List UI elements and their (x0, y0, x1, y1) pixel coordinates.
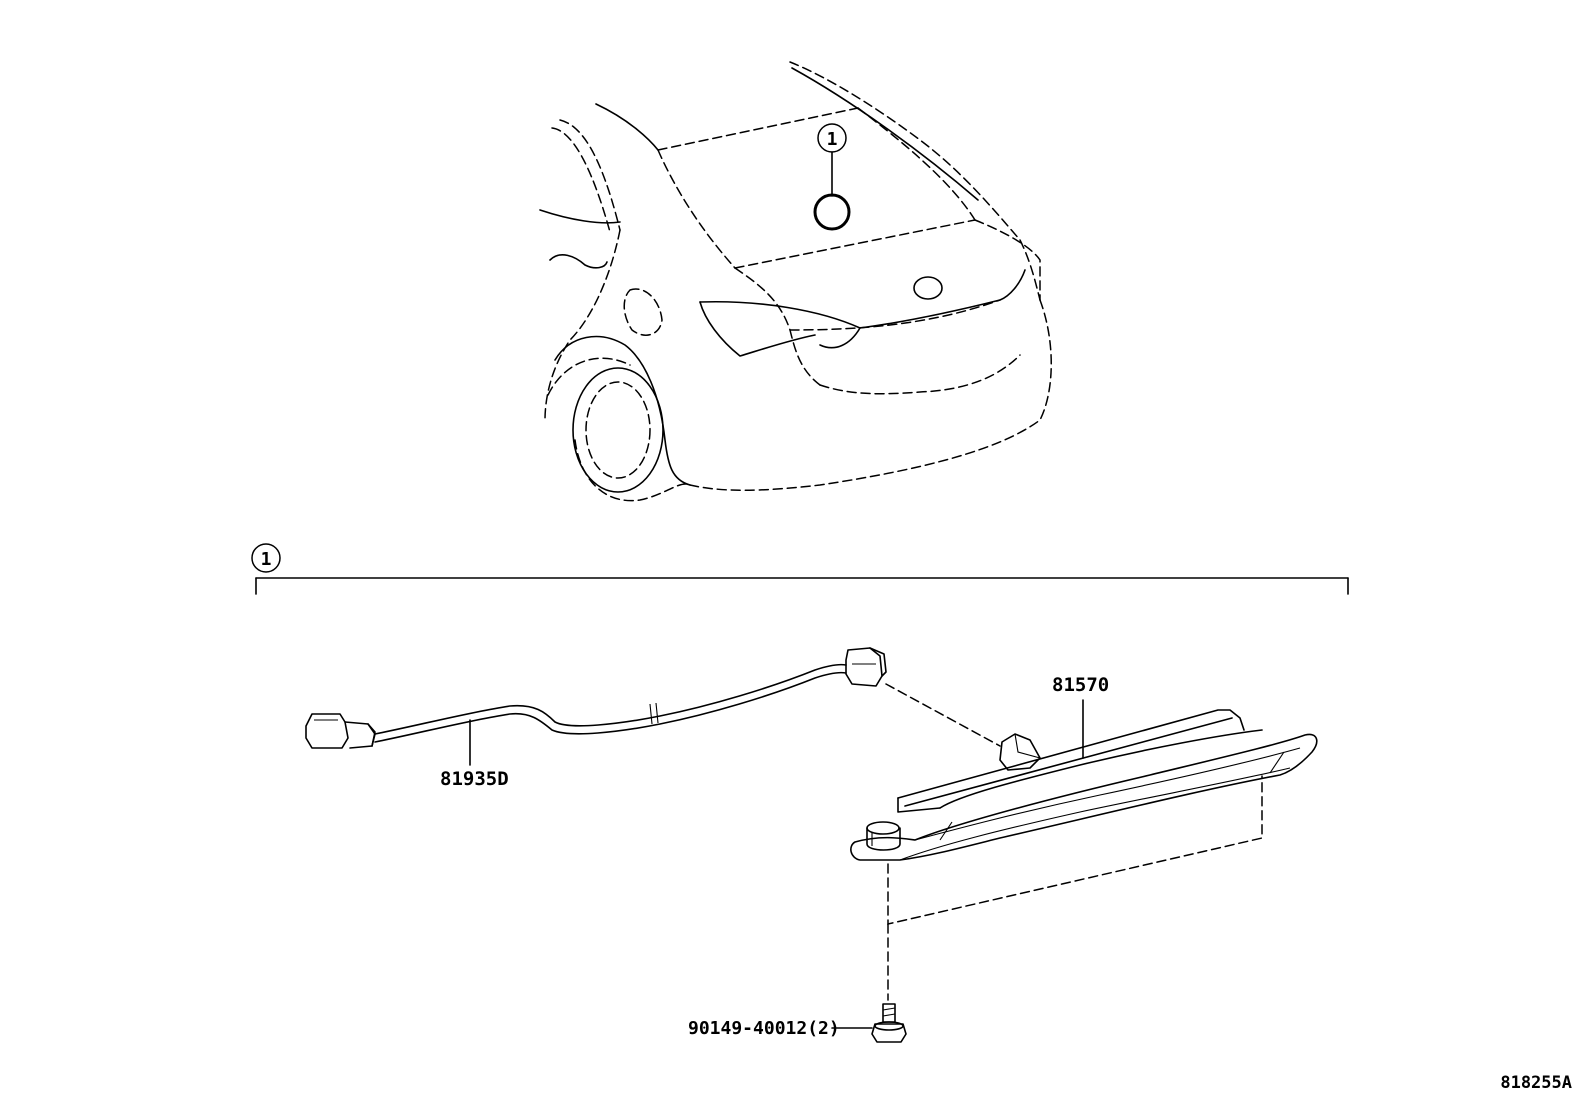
diagram-id: 818255A (1500, 1073, 1572, 1093)
lamp-location-marker (813, 193, 851, 231)
part-label-81935d: 81935D (440, 768, 509, 790)
callout-1-label-car: 1 (827, 129, 838, 150)
car-rear-illustration: 1 (539, 61, 1052, 502)
part-label-81570: 81570 (1052, 674, 1109, 696)
callout-1-label-bracket: 1 (261, 549, 272, 570)
assembly-bracket: 1 (251, 543, 1349, 595)
stop-lamp-81570 (850, 709, 1318, 861)
callout-1-circle-bracket (251, 543, 281, 573)
screw-90149-40012 (871, 1003, 907, 1043)
wire-harness-81935d (305, 647, 887, 749)
part-label-90149-40012: 90149-40012(2) (688, 1018, 840, 1039)
